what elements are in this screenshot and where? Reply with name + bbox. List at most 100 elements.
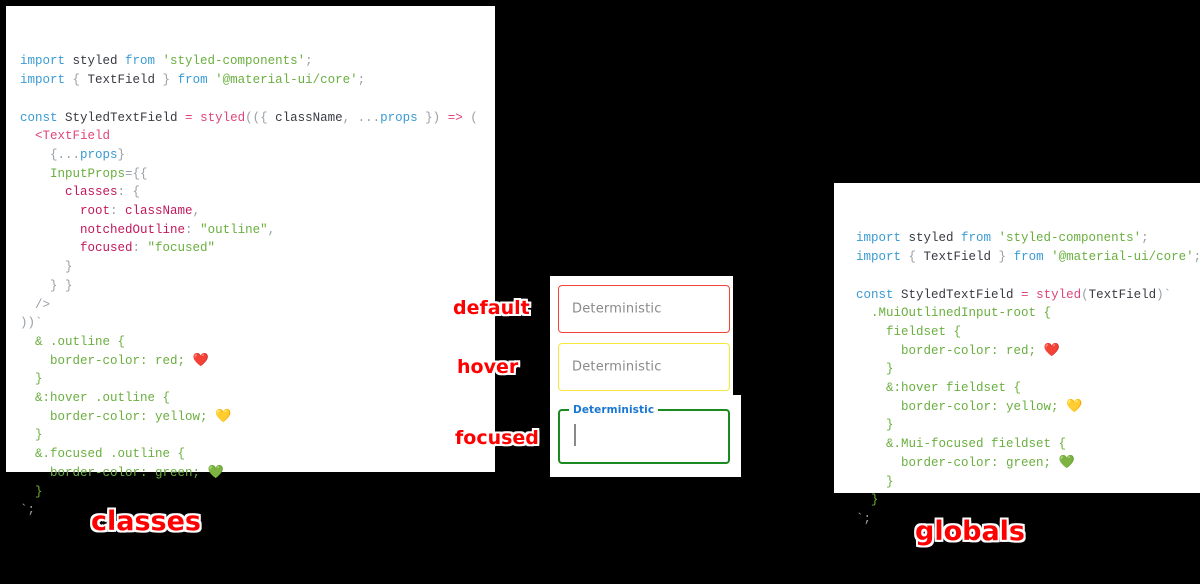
code-token: }	[856, 418, 894, 433]
code-line: root: className,	[20, 202, 485, 221]
code-token: TextField	[1088, 287, 1157, 302]
textfield-default-label: Deterministic	[572, 301, 662, 317]
code-line: }	[20, 426, 485, 445]
code-token: ,	[267, 222, 276, 237]
heart-emoji-icon: ❤️	[1043, 342, 1060, 358]
code-token: .MuiOutlinedInput-root {	[856, 306, 1052, 321]
code-token: ;	[1194, 250, 1200, 264]
code-token: <TextField	[35, 129, 111, 144]
code-token: ,	[342, 110, 358, 125]
textfield-focused-label: Deterministic	[573, 404, 655, 416]
heart-emoji-icon: ❤️	[192, 352, 209, 368]
code-token: className	[275, 110, 343, 125]
code-token: } }	[20, 278, 73, 293]
code-token: }	[20, 260, 73, 275]
code-line: border-color: green; 💚	[856, 454, 1190, 473]
caption-focused: focused	[454, 426, 541, 451]
code-token: (	[1081, 287, 1089, 302]
code-token: : {	[117, 185, 141, 200]
code-line: ))`	[20, 314, 485, 333]
code-token: "outline"	[200, 222, 268, 237]
code-token: StyledTextField	[65, 110, 178, 125]
code-token: classes	[65, 185, 118, 200]
code-token: styled	[1036, 287, 1082, 302]
code-line: const StyledTextField = styled(TextField…	[856, 286, 1190, 305]
code-token: import	[20, 54, 73, 69]
code-line: }	[856, 473, 1190, 492]
code-token: {	[908, 250, 917, 265]
code-panel-classes: import styled from 'styled-components';i…	[6, 6, 495, 517]
code-token: (	[470, 110, 478, 125]
code-token: :	[110, 204, 126, 219]
code-line: .MuiOutlinedInput-root {	[856, 304, 1190, 323]
code-token: border-color: yellow;	[856, 399, 1067, 414]
heart-emoji-icon: 💚	[1058, 454, 1075, 470]
code-line: `;	[856, 510, 1190, 529]
code-token: import	[856, 231, 909, 246]
code-token: ((	[245, 110, 261, 125]
code-token: import	[856, 250, 909, 265]
code-line: import styled from 'styled-components';	[20, 52, 485, 71]
code-token: styled	[908, 231, 954, 246]
code-token: `;	[20, 503, 36, 518]
code-token: ,	[192, 204, 201, 219]
code-token: )`	[1156, 287, 1172, 302]
code-token: }	[162, 73, 171, 88]
code-line: border-color: yellow; 💛	[856, 398, 1190, 417]
code-line: border-color: green; 💚	[20, 464, 485, 483]
code-token: from	[1006, 250, 1052, 265]
code-line: border-color: red; ❤️	[856, 342, 1190, 361]
code-line: fieldset {	[856, 323, 1190, 342]
code-token: const	[856, 287, 902, 302]
code-token: ;	[1141, 231, 1149, 246]
code-token: '@material-ui/core'	[215, 73, 358, 88]
code-line: &.focused .outline {	[20, 445, 485, 464]
code-token: fieldset {	[856, 324, 962, 339]
code-token: 'styled-components'	[998, 231, 1142, 246]
code-token: ;	[357, 73, 366, 88]
code-line: &:hover fieldset {	[856, 379, 1190, 398]
code-token: `;	[856, 511, 872, 526]
code-token	[20, 241, 80, 255]
code-line: import styled from 'styled-components';	[856, 229, 1190, 248]
code-token: ...	[57, 147, 81, 162]
code-token: focused	[80, 241, 133, 256]
code-line: InputProps={{	[20, 165, 485, 184]
code-line: `;	[20, 501, 485, 520]
code-token: className	[125, 204, 193, 219]
code-line: classes: {	[20, 183, 485, 202]
code-token: =	[177, 110, 201, 125]
code-token: 'styled-components'	[162, 54, 306, 69]
code-token: "focused"	[147, 241, 216, 256]
heart-emoji-icon: 💛	[215, 408, 232, 424]
code-token: TextField	[916, 250, 999, 265]
code-token	[20, 223, 80, 237]
textfield-focused-notch: Deterministic	[569, 402, 659, 418]
code-token: border-color: red;	[20, 353, 193, 368]
code-line: } }	[20, 277, 485, 296]
code-token: &:hover .outline {	[20, 391, 171, 406]
code-block-classes: import styled from 'styled-components';i…	[20, 52, 485, 520]
code-token	[20, 204, 80, 218]
code-line: & .outline {	[20, 333, 485, 352]
code-line: notchedOutline: "outline",	[20, 221, 485, 240]
textfield-default[interactable]: Deterministic	[558, 285, 730, 333]
code-token: '@material-ui/core'	[1051, 250, 1194, 265]
code-block-globals: import styled from 'styled-components';i…	[856, 229, 1200, 529]
code-token: }	[20, 484, 43, 499]
code-token	[20, 167, 50, 181]
caption-classes: classes	[89, 505, 202, 539]
code-token: StyledTextField	[901, 287, 1014, 302]
code-line: {...props}	[20, 146, 485, 165]
code-token: props	[80, 147, 118, 162]
code-token: }	[20, 372, 43, 387]
code-token: props	[380, 110, 418, 125]
code-token: &.focused .outline {	[20, 447, 186, 462]
code-token	[20, 129, 35, 143]
code-token: &:hover fieldset {	[856, 381, 1022, 396]
code-token: }	[856, 362, 894, 377]
code-line: }	[856, 416, 1190, 435]
textfield-hover[interactable]: Deterministic	[558, 343, 730, 391]
textfield-focused[interactable]: Deterministic	[558, 402, 730, 464]
code-panel-globals: import styled from 'styled-components';i…	[834, 183, 1200, 526]
